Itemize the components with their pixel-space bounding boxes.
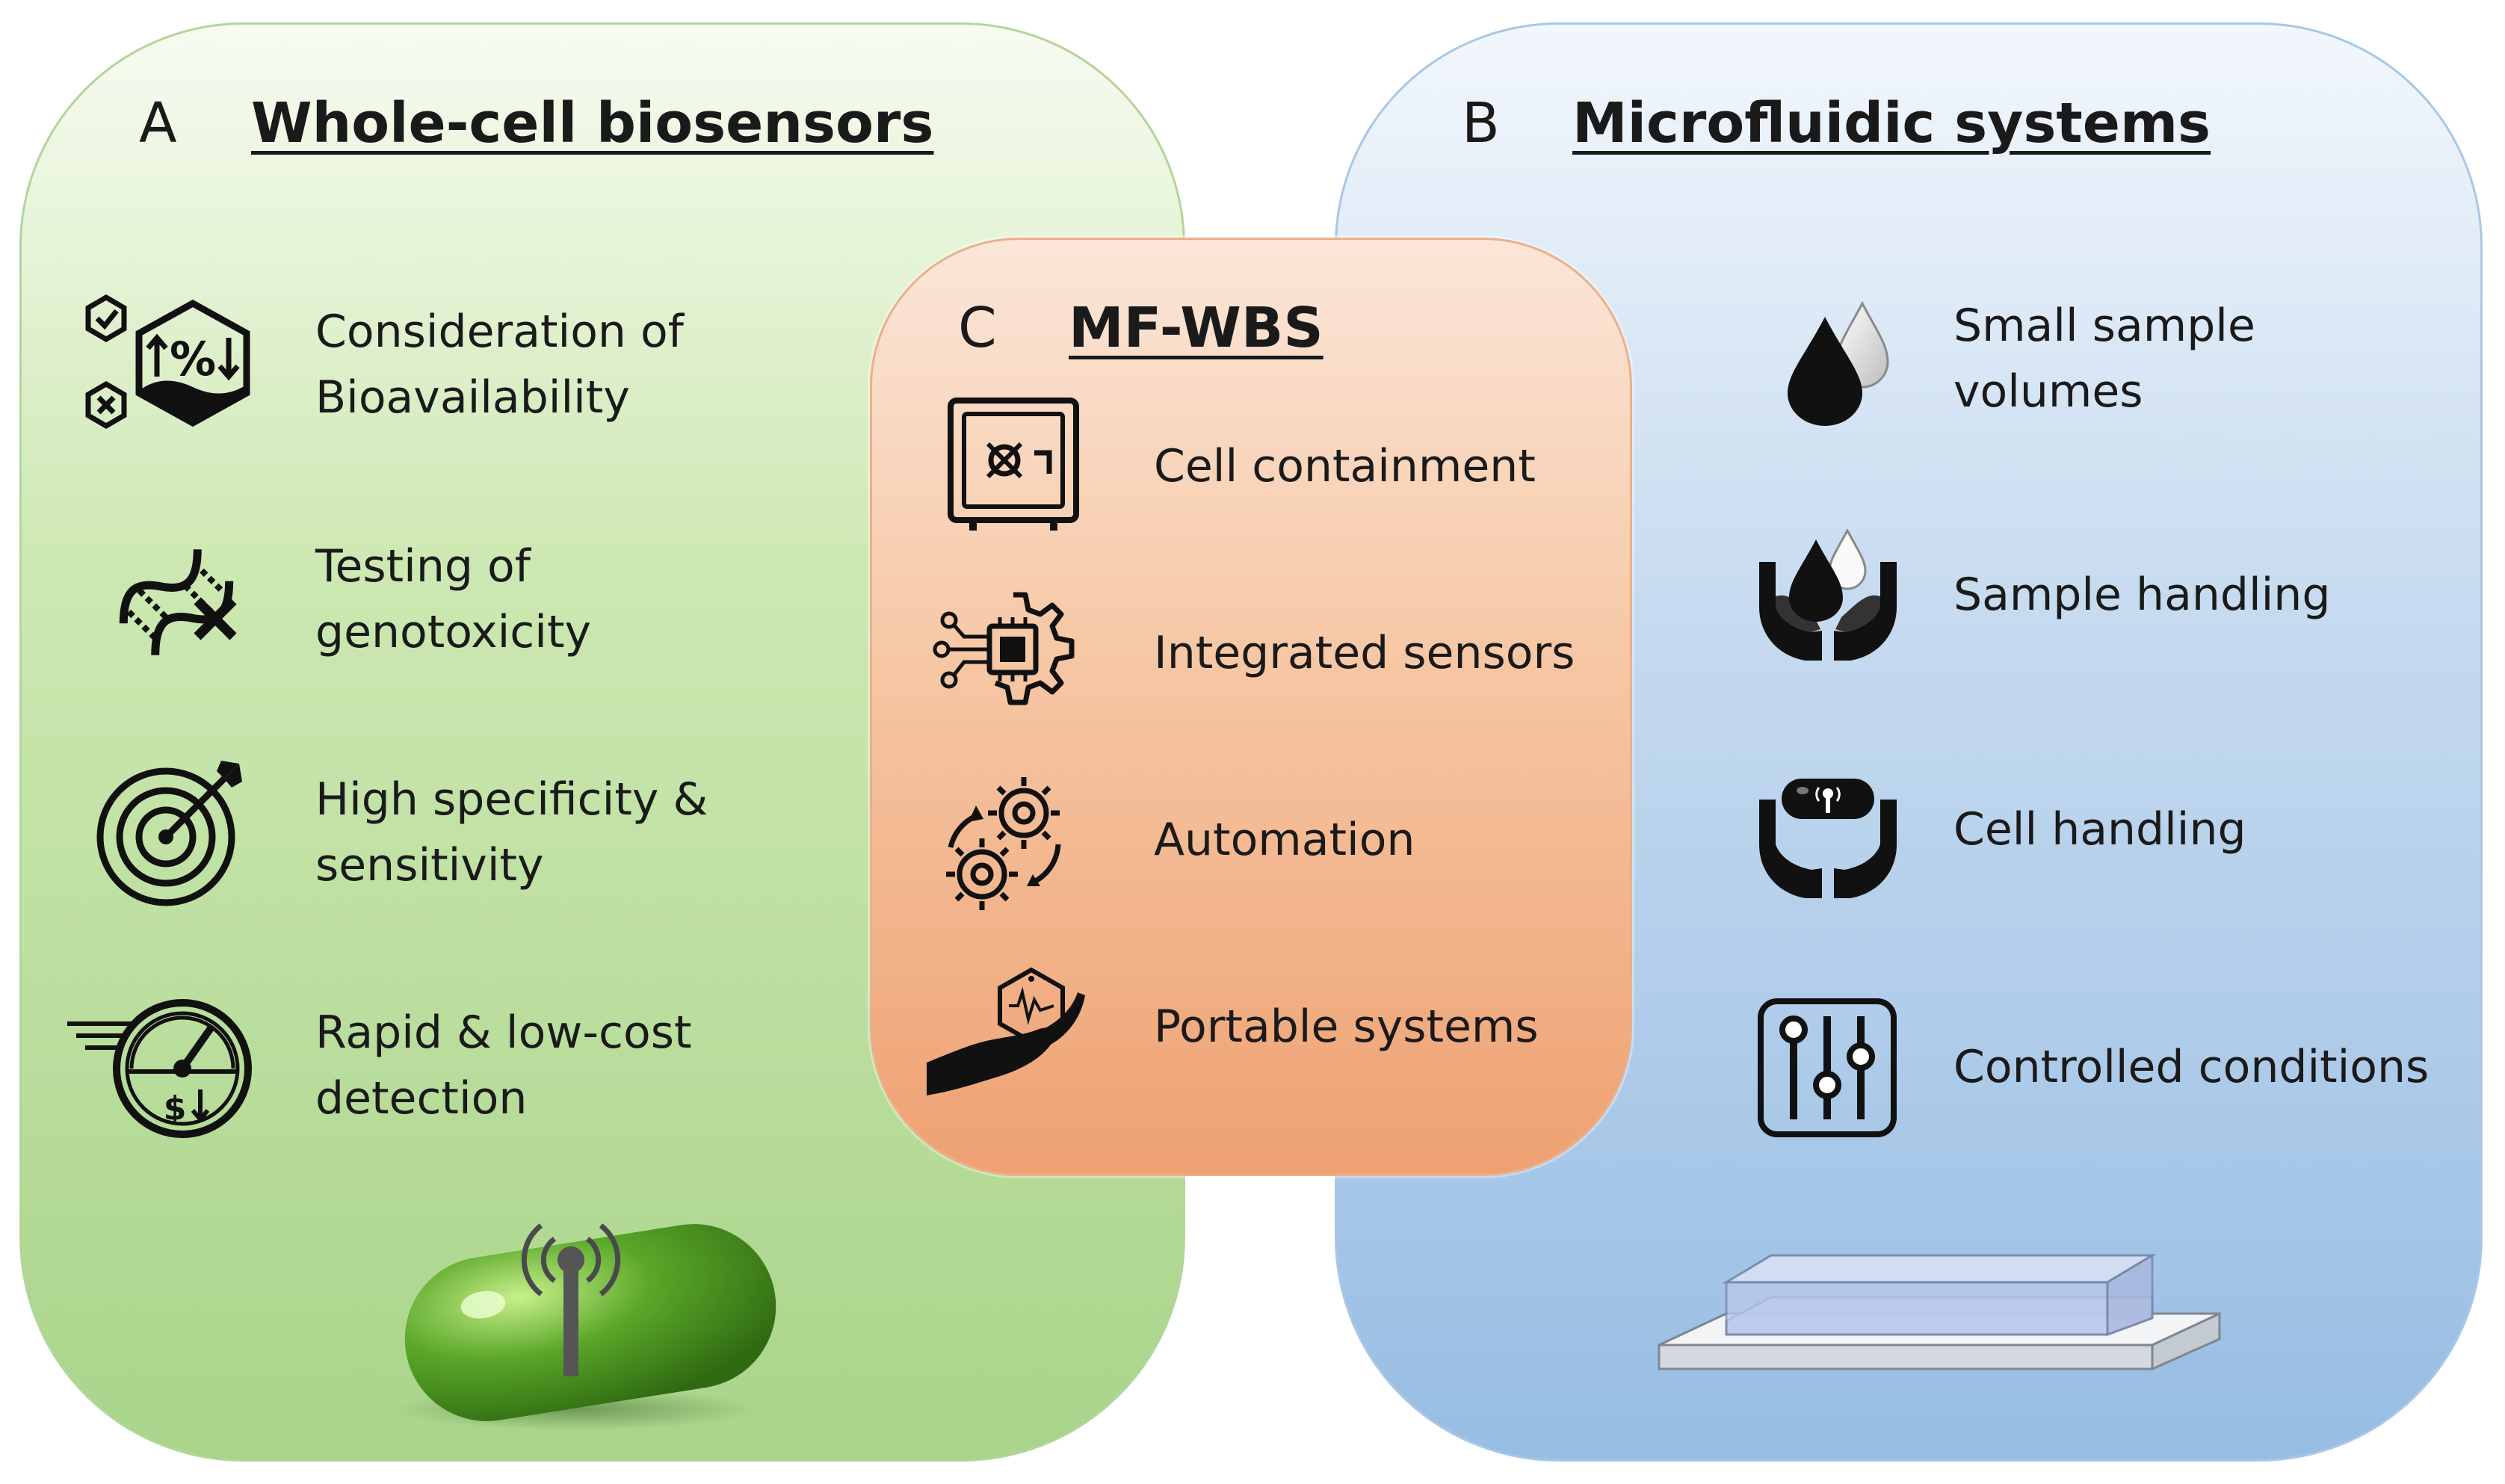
label-genotoxicity: genotoxicity (315, 606, 591, 658)
hands-droplets-icon (1753, 529, 1903, 664)
panel-c-title: MF-WBS (1069, 296, 1323, 360)
target-icon (93, 759, 250, 909)
label-bioavailability: Bioavailability (315, 371, 630, 424)
label-automation: Automation (1154, 814, 1415, 866)
biosensor-capsule-icon (389, 1196, 792, 1435)
gears-icon (931, 770, 1081, 919)
panel-b-letter: B (1462, 91, 1500, 155)
label-sample-handling: Sample handling (1953, 569, 2331, 621)
label-cell-handling: Cell handling (1953, 803, 2246, 856)
droplets-icon (1779, 299, 1891, 426)
hand-device-icon (924, 958, 1096, 1100)
label-consideration-of: Consideration of (315, 306, 684, 358)
label-integrated-sensors: Integrated sensors (1154, 627, 1575, 679)
panel-mf-wbs (870, 238, 1632, 1176)
sliders-icon (1756, 997, 1898, 1139)
label-testing-of: Testing of (315, 540, 531, 593)
microfluidic-chip-icon (1644, 1225, 2227, 1405)
label-sensitivity: sensitivity (315, 839, 544, 891)
svg-text:$: $ (164, 1089, 187, 1128)
label-small-sample: Small sample (1953, 300, 2255, 352)
label-high-specificity: High specificity & (315, 773, 708, 826)
bioavailability-icon: % (82, 293, 262, 435)
label-controlled-conditions: Controlled conditions (1953, 1041, 2430, 1093)
label-rapid-low-cost: Rapid & low-cost (315, 1007, 692, 1059)
label-detection: detection (315, 1072, 528, 1125)
panel-c-letter: C (958, 296, 997, 360)
svg-text:%: % (170, 332, 216, 386)
label-portable-systems: Portable systems (1154, 1001, 1539, 1053)
label-volumes: volumes (1953, 365, 2143, 418)
panel-a-letter: A (139, 91, 177, 155)
hands-cell-icon (1753, 767, 1903, 901)
chip-gear-icon (931, 583, 1096, 729)
speedometer-icon: $ (63, 991, 257, 1140)
panel-b-title: Microfluidic systems (1572, 91, 2211, 155)
safe-icon (946, 396, 1081, 535)
panel-a-title: Whole-cell biosensors (251, 91, 934, 155)
label-cell-containment: Cell containment (1154, 440, 1536, 492)
dna-icon (109, 528, 244, 677)
